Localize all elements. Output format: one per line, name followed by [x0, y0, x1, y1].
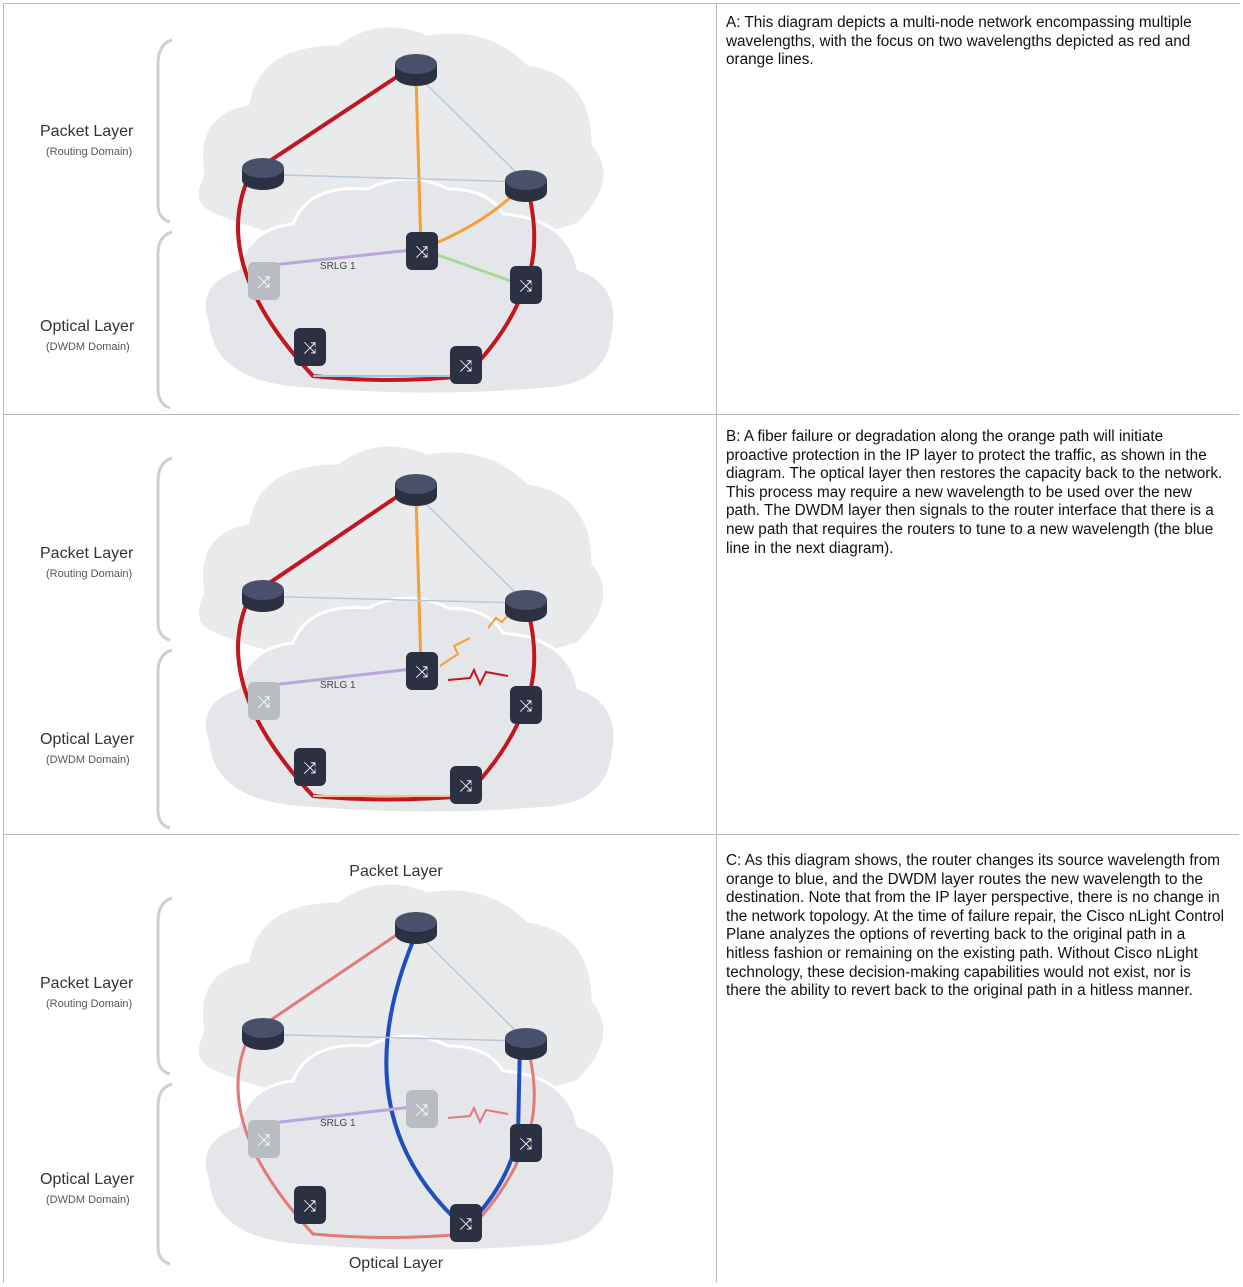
- router-node: [395, 54, 437, 86]
- optical-switch-node: ⤨: [294, 1186, 326, 1224]
- router-node: [242, 1018, 284, 1050]
- optical-switch-node: ⤨: [450, 766, 482, 804]
- router-node: [242, 580, 284, 612]
- panel-a-row: Packet Layer (Routing Domain) Optical La…: [4, 4, 1239, 414]
- red-wavelength-segment: [248, 74, 400, 176]
- panel-c-row: Packet Layer Optical Layer Packet Layer …: [4, 834, 1239, 1282]
- svg-text:⤨: ⤨: [520, 1136, 533, 1153]
- srlg-fiber: [262, 1104, 422, 1126]
- svg-text:⤨: ⤨: [460, 778, 473, 795]
- panel-a-caption: A: This diagram depicts a multi-node net…: [726, 14, 1192, 69]
- row-divider: [4, 834, 1239, 835]
- panel-b-diagram: Packet Layer (Routing Domain) Optical La…: [8, 418, 712, 832]
- optical-layer-sublabel: (DWDM Domain): [46, 1194, 130, 1206]
- packet-layer-sublabel: (Routing Domain): [46, 998, 132, 1010]
- svg-text:⤨: ⤨: [460, 1216, 473, 1233]
- packet-layer-label: Packet Layer: [40, 545, 134, 562]
- packet-layer-title: Packet Layer: [349, 863, 443, 880]
- packet-layer-label: Packet Layer: [40, 975, 134, 992]
- packet-layer-label: Packet Layer: [40, 123, 134, 140]
- row-divider: [4, 414, 1239, 415]
- column-divider: [716, 4, 717, 1282]
- srlg-label: SRLG 1: [320, 261, 356, 272]
- panel-c-caption: C: As this diagram shows, the router cha…: [726, 852, 1224, 1000]
- svg-text:⤨: ⤨: [304, 760, 317, 777]
- srlg-label: SRLG 1: [320, 1118, 356, 1129]
- optical-switch-node: ⤨: [406, 232, 438, 270]
- optical-fiber: [420, 247, 526, 288]
- svg-text:⤨: ⤨: [520, 278, 533, 295]
- optical-switch-node: ⤨: [450, 1204, 482, 1242]
- optical-layer-label: Optical Layer: [40, 731, 135, 748]
- optical-switch-node: ⤨: [510, 1124, 542, 1162]
- red-wavelength-segment: [248, 494, 400, 598]
- optical-layer-label: Optical Layer: [40, 1171, 135, 1188]
- fiber-failure-mark: [447, 667, 509, 687]
- optical-switch-node: ⤨: [406, 652, 438, 690]
- router-node: [395, 912, 437, 944]
- svg-text:⤨: ⤨: [416, 664, 429, 681]
- optical-switch-node: ⤨: [248, 262, 280, 300]
- optical-layer-label: Optical Layer: [40, 318, 135, 335]
- orange-wavelength-drop: [414, 495, 423, 669]
- svg-text:⤨: ⤨: [416, 244, 429, 261]
- svg-text:⤨: ⤨: [304, 1198, 317, 1215]
- router-node: [505, 1028, 547, 1060]
- srlg-fiber: [262, 247, 422, 268]
- optical-switch-node: ⤨: [510, 266, 542, 304]
- svg-text:⤨: ⤨: [520, 698, 533, 715]
- optical-switch-node: ⤨: [406, 1090, 438, 1128]
- panel-c-diagram: Packet Layer Optical Layer Packet Layer …: [8, 836, 712, 1282]
- packet-layer-sublabel: (Routing Domain): [46, 568, 132, 580]
- optical-layer-title: Optical Layer: [349, 1255, 444, 1272]
- optical-switch-node: ⤨: [294, 328, 326, 366]
- ip-link: [249, 933, 527, 1042]
- srlg-fiber: [262, 666, 422, 688]
- panel-a-diagram: Packet Layer (Routing Domain) Optical La…: [8, 4, 712, 414]
- svg-text:⤨: ⤨: [258, 274, 271, 291]
- router-node: [242, 158, 284, 190]
- svg-text:⤨: ⤨: [258, 1132, 271, 1149]
- optical-switch-node: ⤨: [248, 682, 280, 720]
- orange-wavelength-drop: [414, 75, 423, 250]
- ip-link: [249, 495, 527, 604]
- optical-switch-node: ⤨: [450, 346, 482, 384]
- optical-layer-sublabel: (DWDM Domain): [46, 754, 130, 766]
- srlg-label: SRLG 1: [320, 680, 356, 691]
- panel-b-caption: B: A fiber failure or degradation along …: [726, 428, 1223, 557]
- optical-switch-node: ⤨: [294, 748, 326, 786]
- optical-switch-node: ⤨: [510, 686, 542, 724]
- optical-switch-node: ⤨: [248, 1120, 280, 1158]
- svg-text:⤨: ⤨: [258, 694, 271, 711]
- router-node: [505, 590, 547, 622]
- ip-link: [249, 75, 527, 183]
- blue-wavelength-path: [384, 933, 467, 1230]
- orange-fiber-break: [439, 637, 471, 667]
- panel-b-row: Packet Layer (Routing Domain) Optical La…: [4, 414, 1239, 834]
- svg-text:⤨: ⤨: [460, 358, 473, 375]
- router-node: [395, 474, 437, 506]
- fiber-failure-mark: [447, 1105, 509, 1125]
- router-node: [505, 170, 547, 202]
- optical-layer-sublabel: (DWDM Domain): [46, 341, 130, 353]
- svg-text:⤨: ⤨: [416, 1102, 429, 1119]
- packet-layer-sublabel: (Routing Domain): [46, 146, 132, 158]
- red-wavelength-segment: [249, 932, 399, 1036]
- svg-text:⤨: ⤨: [304, 340, 317, 357]
- table-frame: [3, 3, 1240, 1283]
